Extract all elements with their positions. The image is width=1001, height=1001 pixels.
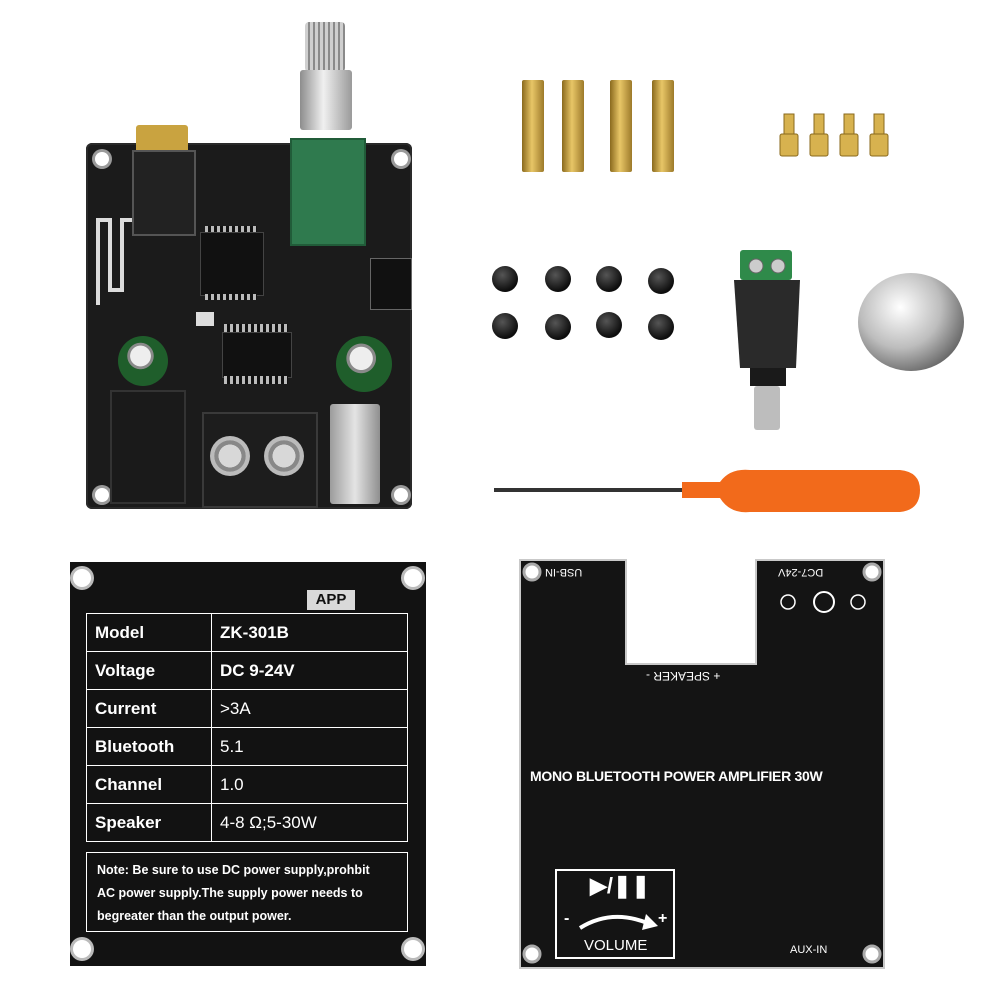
pot-shaft-knurl xyxy=(305,22,345,72)
aux-label: AUX-IN xyxy=(790,944,828,956)
capacitor xyxy=(118,336,168,386)
brass-standoff xyxy=(610,80,632,172)
spec-row: Current >3A xyxy=(86,689,408,728)
spec-value: DC 9-24V xyxy=(211,651,408,690)
pot-shaft xyxy=(300,70,352,130)
dc-barrel-adapter xyxy=(734,250,800,430)
play-pause-icon: ▶/❚❚ xyxy=(590,873,650,898)
nut xyxy=(545,314,571,340)
plate-hole xyxy=(73,940,91,958)
chip-pins xyxy=(205,294,257,300)
spec-value: ZK-301B xyxy=(211,613,408,652)
chip-pins xyxy=(224,324,288,332)
app-tag: APP xyxy=(307,590,355,610)
nut xyxy=(596,312,622,338)
nut xyxy=(492,313,518,339)
volume-minus: - xyxy=(564,910,570,927)
dc-label: DC7-24V xyxy=(778,566,824,578)
audio-jack xyxy=(132,150,196,236)
spec-row: Channel 1.0 xyxy=(86,765,408,804)
nut xyxy=(648,268,674,294)
mount-hole xyxy=(95,488,109,502)
screwdriver xyxy=(494,469,920,513)
capacitor xyxy=(336,336,392,392)
spec-label: Current xyxy=(86,689,212,728)
spec-row: Speaker 4-8 Ω;5-30W xyxy=(86,803,408,842)
dc-jack xyxy=(110,390,186,504)
plate-hole xyxy=(73,569,91,587)
nut xyxy=(545,266,571,292)
spec-label: Voltage xyxy=(86,651,212,690)
brass-standoff xyxy=(562,80,584,172)
nut xyxy=(492,266,518,292)
bluetooth-chip xyxy=(200,232,264,296)
spec-label: Channel xyxy=(86,765,212,804)
brass-standoff xyxy=(652,80,674,172)
amp-chip xyxy=(222,332,292,378)
antenna-trace-icon xyxy=(96,218,132,305)
terminal-screw xyxy=(264,436,304,476)
spec-row: Model ZK-301B xyxy=(86,613,408,652)
spec-label: Model xyxy=(86,613,212,652)
potentiometer xyxy=(290,138,366,246)
spec-table: Model ZK-301B Voltage DC 9-24V Current >… xyxy=(86,613,408,842)
spec-value: 5.1 xyxy=(211,727,408,766)
cover-plate xyxy=(519,559,885,969)
spec-row: Voltage DC 9-24V xyxy=(86,651,408,690)
plate-hole xyxy=(404,569,422,587)
note-line: AC power supply.The supply power needs t… xyxy=(97,886,363,900)
spec-label: Bluetooth xyxy=(86,727,212,766)
volume-plus: + xyxy=(658,910,668,927)
plate-hole xyxy=(404,940,422,958)
mount-hole xyxy=(394,152,408,166)
brass-standoff xyxy=(522,80,544,172)
spec-row: Bluetooth 5.1 xyxy=(86,727,408,766)
spec-note: Note: Be sure to use DC power supply,pro… xyxy=(86,852,408,932)
brass-screws xyxy=(779,113,889,157)
spec-value: 4-8 Ω;5-30W xyxy=(211,803,408,842)
mount-hole xyxy=(394,488,408,502)
terminal-screw xyxy=(210,436,250,476)
mount-hole xyxy=(95,152,109,166)
volume-knob xyxy=(858,273,964,371)
cover-title: MONO BLUETOOTH POWER AMPLIFIER 30W xyxy=(530,768,823,784)
nut xyxy=(648,314,674,340)
chip-pins xyxy=(224,376,288,384)
speaker-label: + SPEAKER - xyxy=(646,669,721,683)
chip-pins xyxy=(205,226,257,232)
regulator xyxy=(370,258,412,310)
crystal xyxy=(196,312,214,326)
spec-label: Speaker xyxy=(86,803,212,842)
usb-port xyxy=(330,404,380,504)
spec-value: >3A xyxy=(211,689,408,728)
note-line: Note: Be sure to use DC power supply,pro… xyxy=(97,863,370,877)
volume-label: VOLUME xyxy=(584,937,648,954)
note-line: begreater than the output power. xyxy=(97,909,292,923)
spec-value: 1.0 xyxy=(211,765,408,804)
usb-label: USB-IN xyxy=(545,566,583,578)
nut xyxy=(596,266,622,292)
